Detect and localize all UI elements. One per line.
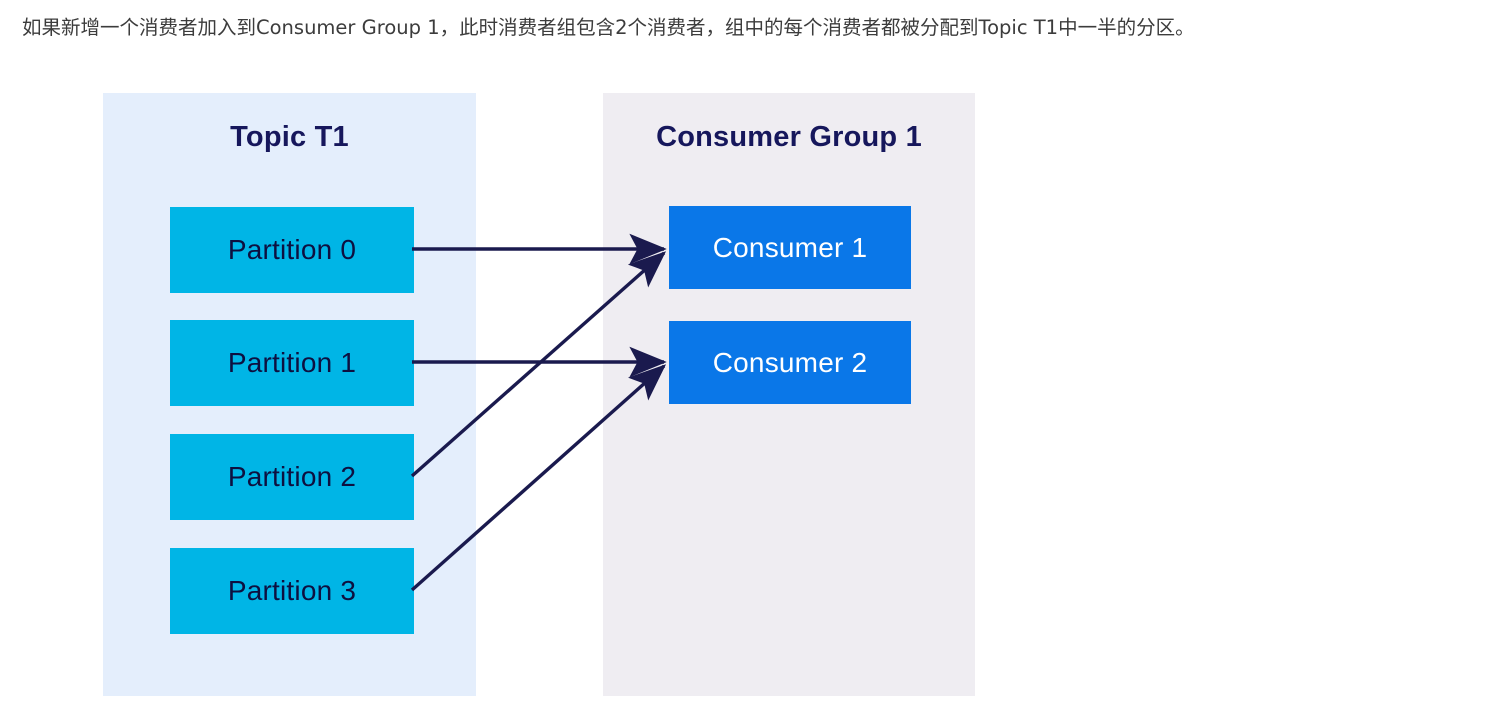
node-partition-2[interactable]: Partition 2 — [170, 434, 414, 520]
node-partition-0-label: Partition 0 — [227, 234, 357, 265]
node-consumer-2[interactable]: Consumer 2 — [669, 321, 911, 404]
consumer-group-panel-title: Consumer Group 1 — [656, 121, 922, 153]
consumer-group-panel: Consumer Group 1 Consumer 1 Consumer 2 — [603, 93, 975, 696]
node-consumer-2-label: Consumer 2 — [712, 346, 868, 378]
node-partition-2-label: Partition 2 — [227, 461, 357, 492]
node-partition-3-label: Partition 3 — [227, 575, 357, 606]
node-partition-0[interactable]: Partition 0 — [170, 207, 414, 293]
node-partition-1[interactable]: Partition 1 — [170, 320, 414, 406]
node-partition-1-label: Partition 1 — [227, 347, 357, 378]
node-consumer-1-label: Consumer 1 — [712, 231, 868, 263]
topic-panel-title: Topic T1 — [230, 121, 349, 153]
caption-text: 如果新增一个消费者加入到Consumer Group 1，此时消费者组包含2个消… — [22, 16, 1195, 39]
node-partition-3[interactable]: Partition 3 — [170, 548, 414, 634]
topic-panel: Topic T1 Partition 0 Partition 1 Partiti… — [103, 93, 476, 696]
node-consumer-1[interactable]: Consumer 1 — [669, 206, 911, 289]
